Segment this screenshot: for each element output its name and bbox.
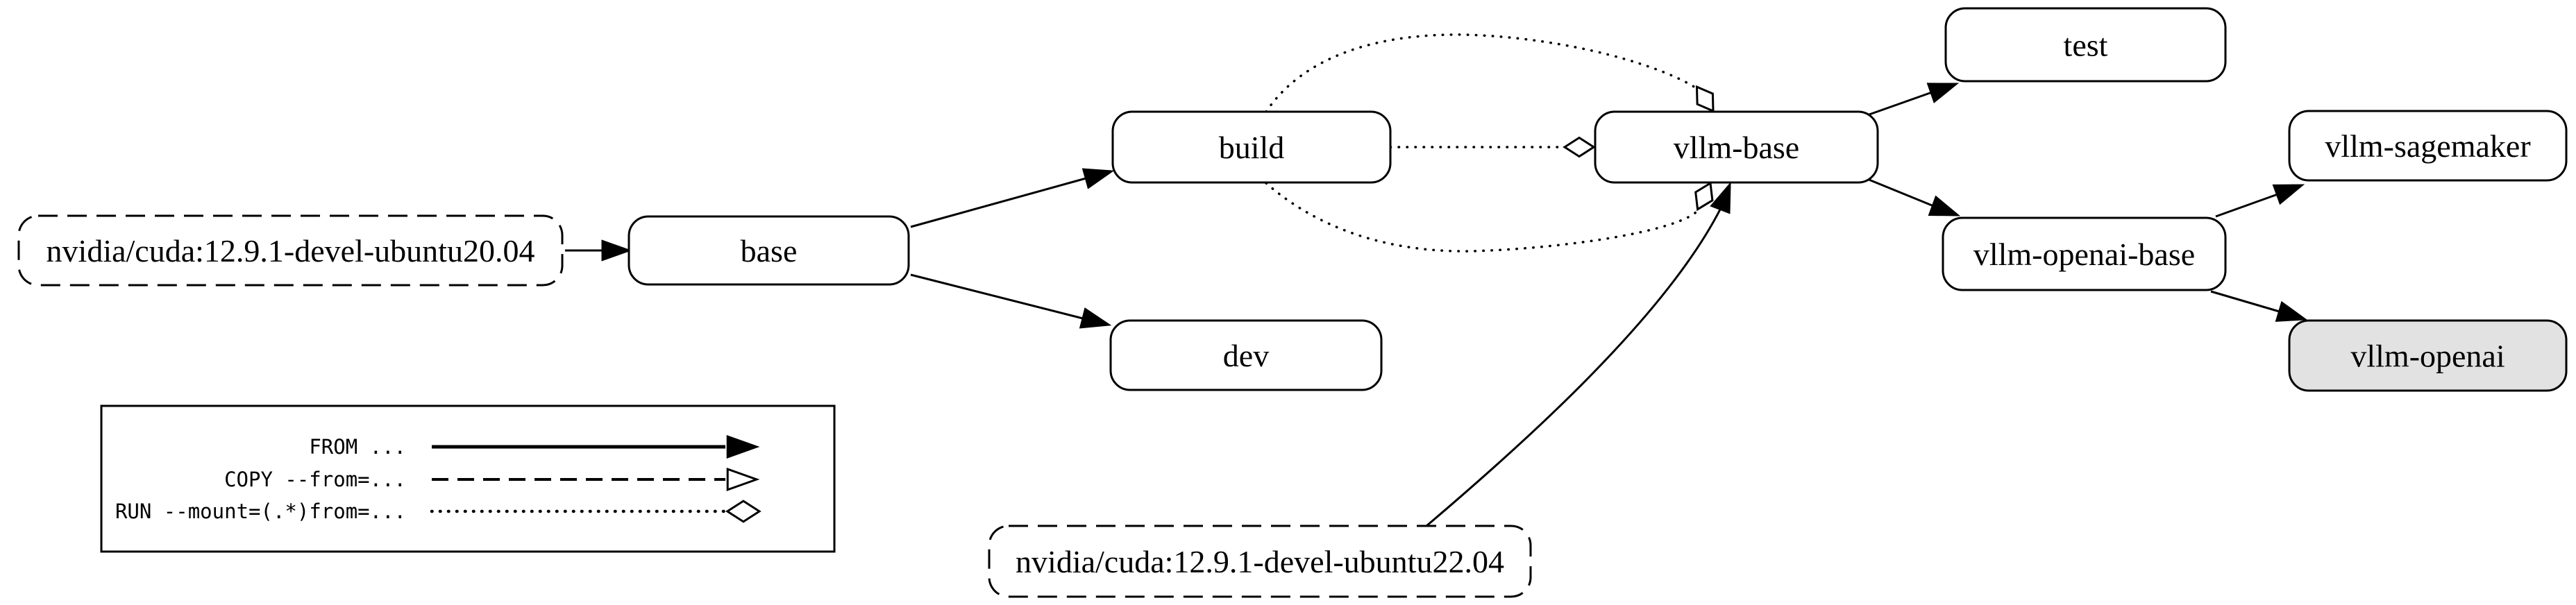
edge-arrowhead-openai-base-to-sagemaker — [2272, 184, 2305, 205]
edge-vllm-base-to-test — [1867, 83, 1960, 117]
edge-cuda2004-to-base — [565, 239, 632, 262]
edge-arrowhead-cuda2004-to-base — [601, 239, 632, 262]
edge-build-to-vllm-base-top — [1265, 33, 1715, 113]
node-box-vllm-base — [1594, 110, 1879, 184]
edge-line-cuda2204-to-vllm-base — [1426, 207, 1722, 527]
node-label-vllm-openai-base: vllm-openai-base — [1973, 237, 2195, 272]
node-test: test — [1944, 7, 2227, 83]
node-vllm-base: vllm-base — [1594, 110, 1879, 184]
edge-arrowhead-base-to-dev — [1079, 307, 1112, 329]
legend-arrowhead-normal — [726, 434, 760, 459]
legend-item-0: FROM ... — [309, 434, 760, 459]
node-label-cuda-ubuntu2004: nvidia/cuda:12.9.1-devel-ubuntu20.04 — [47, 233, 535, 269]
node-cuda-ubuntu2004: nvidia/cuda:12.9.1-devel-ubuntu20.04 — [17, 214, 564, 287]
edge-base-to-dev — [910, 273, 1112, 329]
node-vllm-openai: vllm-openai — [2288, 319, 2568, 392]
node-box-vllm-sagemaker — [2288, 110, 2568, 182]
node-box-vllm-openai — [2288, 319, 2568, 392]
edge-line-base-to-dev — [910, 273, 1086, 321]
edge-arrowhead-vllm-base-to-test — [1926, 83, 1960, 103]
edge-arrowhead-cuda2204-to-vllm-base — [1710, 181, 1731, 214]
edge-arrowhead-base-to-build — [1081, 168, 1115, 189]
edge-line-vllm-base-to-openai-base — [1867, 178, 1936, 208]
edge-arrowhead-build-to-vllm-base-mid — [1563, 136, 1596, 158]
edge-build-to-vllm-base-mid — [1389, 136, 1596, 158]
node-box-cuda-ubuntu2004 — [17, 214, 564, 287]
node-dev: dev — [1109, 319, 1383, 391]
legend-item-2: RUN --mount=(.*)from=... — [115, 500, 761, 523]
edge-base-to-build — [910, 168, 1115, 228]
edge-build-to-vllm-base-bottom — [1265, 181, 1714, 253]
node-box-cuda-ubuntu2204 — [988, 525, 1532, 598]
legend: FROM ... COPY --from=... RUN --mount=(.*)f… — [100, 404, 836, 553]
edge-openai-base-to-sagemaker — [2215, 184, 2305, 218]
legend-item-label: RUN --mount=(.*)from=... — [115, 500, 406, 523]
node-box-dev — [1109, 319, 1383, 391]
node-box-build — [1111, 110, 1392, 184]
edge-line-openai-base-to-sagemaker — [2215, 192, 2280, 218]
legend-item-label: COPY --from=... — [224, 468, 406, 491]
node-label-vllm-base: vllm-base — [1674, 130, 1799, 165]
edge-arrowhead-build-to-vllm-base-bottom — [1694, 181, 1714, 212]
edge-arrowhead-vllm-base-to-openai-base — [1928, 195, 1961, 216]
edge-line-base-to-build — [910, 176, 1089, 228]
edge-line-openai-base-to-openai — [2210, 290, 2282, 314]
node-vllm-openai-base: vllm-openai-base — [1942, 216, 2227, 291]
edge-arrowhead-build-to-vllm-base-top — [1695, 85, 1715, 113]
edge-vllm-base-to-openai-base — [1867, 178, 1961, 216]
edge-line-build-to-vllm-base-bottom — [1265, 182, 1700, 253]
node-box-vllm-openai-base — [1942, 216, 2227, 291]
node-base: base — [628, 215, 910, 286]
node-build: build — [1111, 110, 1392, 184]
legend-arrowhead-odiamond — [725, 500, 761, 523]
node-label-cuda-ubuntu2204: nvidia/cuda:12.9.1-devel-ubuntu22.04 — [1016, 544, 1504, 579]
node-label-vllm-sagemaker: vllm-sagemaker — [2325, 128, 2530, 164]
legend-item-1: COPY --from=... — [224, 467, 760, 492]
edge-openai-base-to-openai — [2210, 290, 2308, 322]
node-box-test — [1944, 7, 2227, 83]
node-label-test: test — [2064, 28, 2108, 63]
edge-arrowhead-openai-base-to-openai — [2275, 300, 2308, 322]
node-box-base — [628, 215, 910, 286]
legend-arrowhead-onormal — [726, 467, 760, 492]
node-label-dev: dev — [1223, 338, 1269, 373]
node-label-vllm-openai: vllm-openai — [2350, 339, 2505, 374]
node-cuda-ubuntu2204: nvidia/cuda:12.9.1-devel-ubuntu22.04 — [988, 525, 1532, 598]
legend-item-label: FROM ... — [309, 435, 406, 459]
edge-line-vllm-base-to-test — [1867, 90, 1935, 117]
node-label-base: base — [741, 233, 798, 269]
edge-cuda2204-to-vllm-base — [1426, 181, 1731, 527]
node-vllm-sagemaker: vllm-sagemaker — [2288, 110, 2568, 182]
node-label-build: build — [1219, 130, 1285, 165]
